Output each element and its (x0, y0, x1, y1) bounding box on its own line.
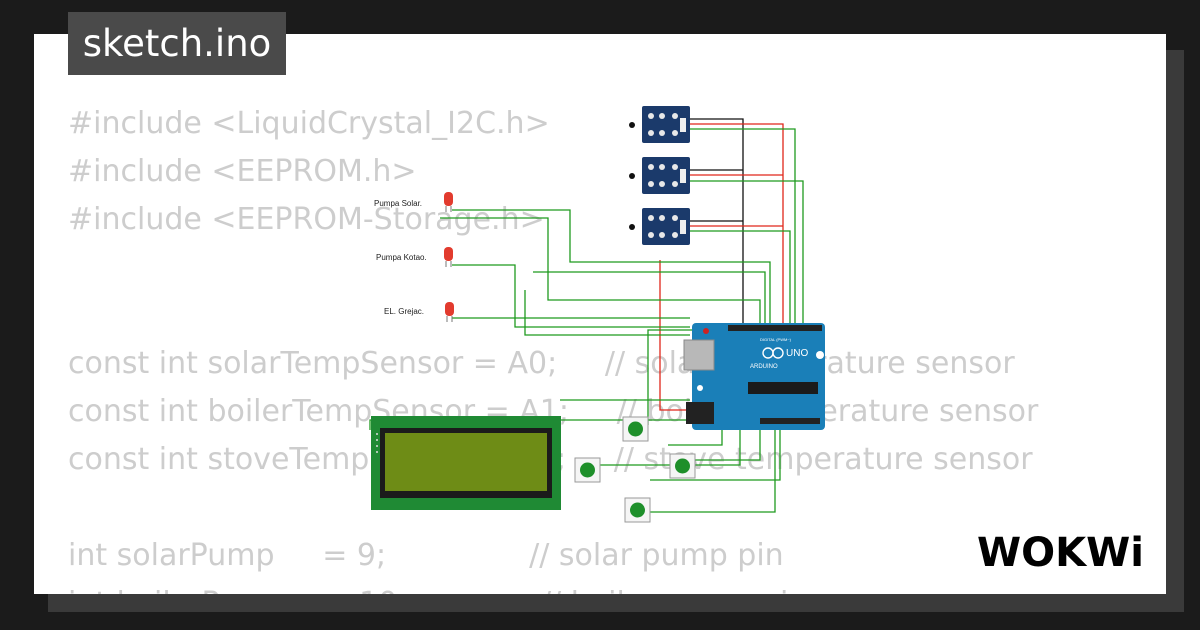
lcd-display[interactable] (371, 416, 561, 510)
wire-green (690, 128, 796, 325)
code-line: #include <EEPROM-Storage.h> (68, 202, 545, 237)
led-label: Pumpa Solar. (374, 199, 422, 208)
led-label: EL. Grejac. (384, 307, 424, 316)
wire-red (690, 123, 784, 325)
wire-green (524, 290, 690, 336)
wire-green (695, 430, 761, 461)
wire-green (668, 430, 723, 446)
wire-green (440, 217, 761, 325)
file-name-tab[interactable]: sketch.ino (68, 12, 286, 75)
arduino-brand: ARDUINO (750, 364, 778, 370)
temp-sensor-module[interactable] (629, 106, 690, 143)
push-button[interactable] (622, 416, 649, 442)
wokwi-logo[interactable]: WOKWi (975, 528, 1155, 578)
arduino-model: UNO (786, 348, 808, 359)
wire-green (600, 430, 741, 466)
wires (369, 118, 804, 513)
led-pumpa-solar[interactable] (444, 192, 453, 212)
code-line: #include <EEPROM.h> (68, 154, 417, 189)
wire-green (690, 180, 804, 325)
code-line: #include <LiquidCrystal_I2C.h> (68, 106, 550, 141)
wire-green (452, 209, 771, 325)
wire-green (650, 430, 776, 513)
led-label: Pumpa Kotao. (376, 253, 427, 262)
led-el-grejac[interactable] (445, 302, 454, 322)
code-line: int solarPump = 9; // solar pump pin (68, 538, 784, 573)
wire-green (690, 230, 791, 325)
wire-green (650, 430, 781, 481)
temp-sensor-module[interactable] (629, 157, 690, 194)
push-button[interactable] (669, 453, 696, 479)
arduino-digital-label: DIGITAL (PWM~) (760, 337, 792, 342)
wire-green (533, 271, 766, 325)
wire-green (369, 419, 690, 430)
wokwi-logo-text: WOKWi (977, 530, 1144, 576)
project-preview-card (34, 34, 1166, 594)
card-shadow-edge (48, 594, 1184, 612)
arduino-uno-board[interactable]: UNO ARDUINO DIGITAL (PWM~) (683, 323, 825, 430)
push-button[interactable] (574, 457, 601, 483)
push-button[interactable] (624, 497, 651, 523)
temp-sensor-module[interactable] (629, 208, 690, 245)
wire-green (452, 264, 690, 328)
led-pumpa-kotao[interactable] (444, 247, 453, 267)
wire-black (690, 118, 744, 325)
